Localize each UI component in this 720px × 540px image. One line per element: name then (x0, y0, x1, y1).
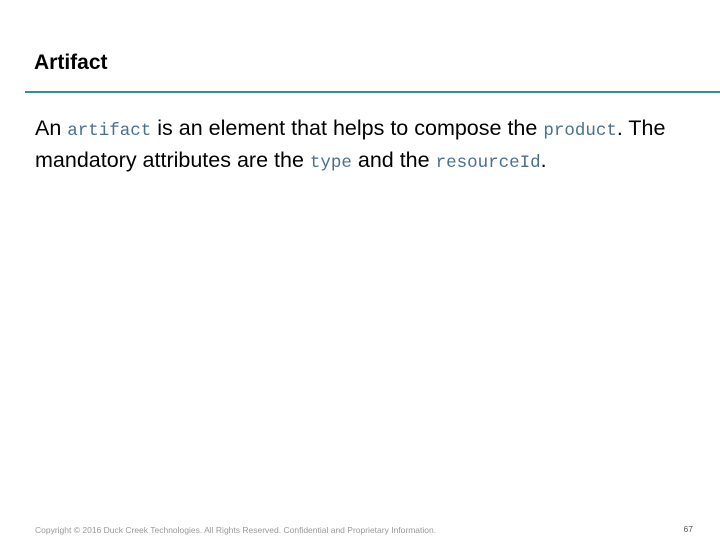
footer-copyright: Copyright © 2016 Duck Creek Technologies… (35, 525, 437, 535)
body-text-segment: is an element that helps to compose the (151, 116, 544, 140)
title-divider (25, 91, 720, 93)
code-term-artifact: artifact (67, 121, 152, 141)
body-text-segment: . (540, 148, 547, 172)
body-text-segment: An (35, 116, 68, 140)
slide-title: Artifact (34, 51, 108, 74)
body-text-segment: . The mandatory attributes are the (35, 116, 666, 172)
body-paragraph: An artifact is an element that helps to … (35, 114, 695, 178)
code-term-type: type (309, 153, 352, 173)
code-term-product: product (543, 121, 617, 141)
page-number: 67 (683, 524, 693, 534)
code-term-resourceid: resourceId (435, 153, 541, 173)
body-text-segment: and the (351, 148, 436, 172)
